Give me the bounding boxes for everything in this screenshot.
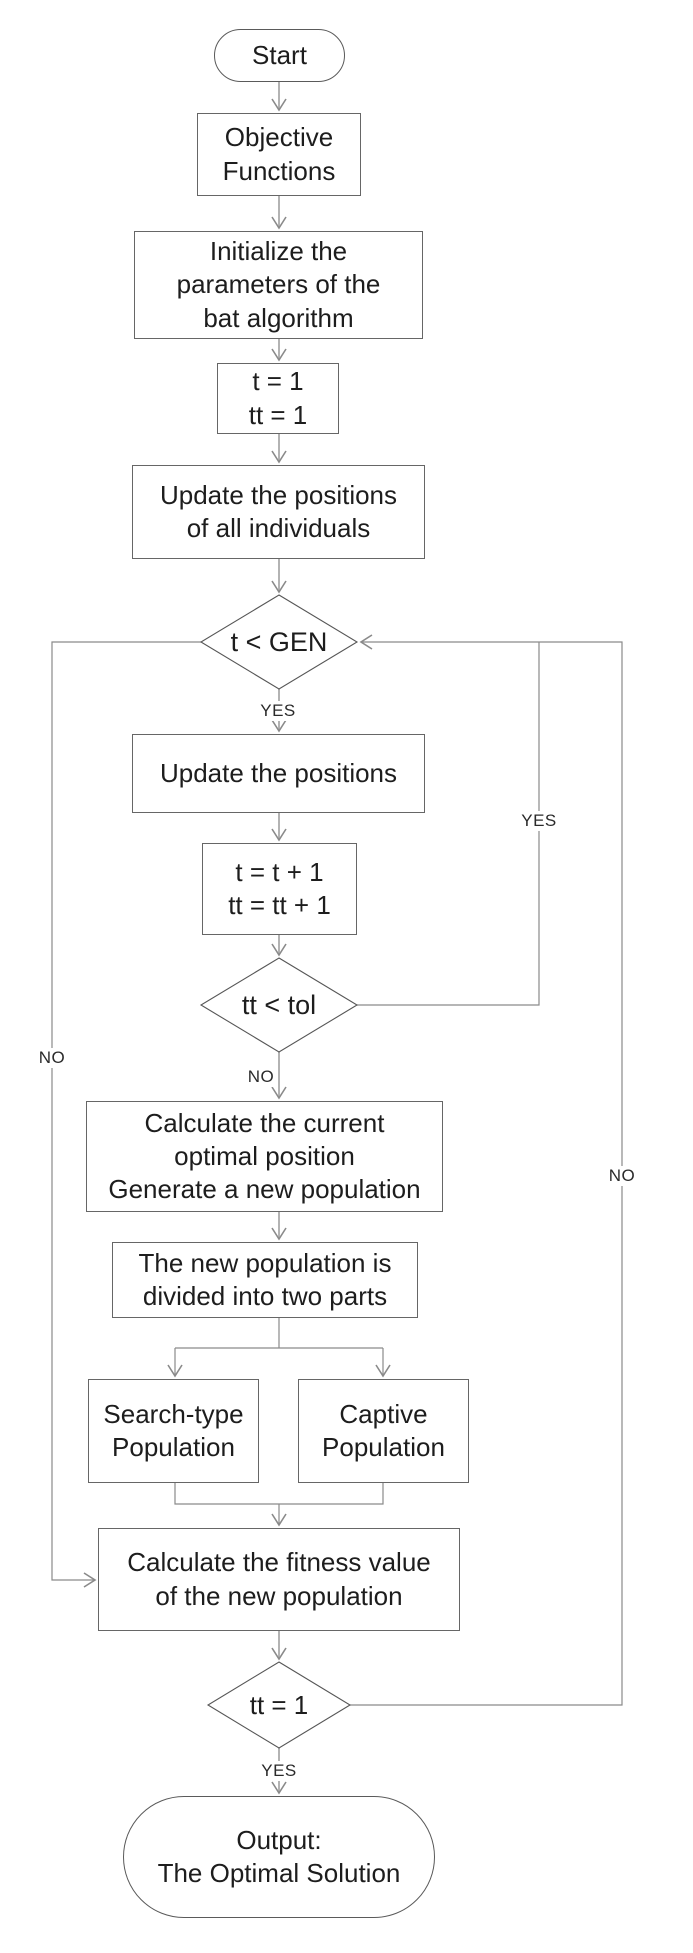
output-terminator: Output: The Optimal Solution [123, 1796, 435, 1918]
calc-fitness-box: Calculate the fitness value of the new p… [98, 1528, 460, 1631]
gen-yes-label: YES [257, 701, 299, 721]
divide-population-box: The new population is divided into two p… [112, 1242, 418, 1318]
edge-gen-no-loop [51, 641, 201, 1588]
gen-check-diamond-shape [199, 594, 359, 690]
initialize-parameters-box: Initialize the parameters of the bat alg… [134, 231, 423, 339]
tol-check-diamond-shape [199, 957, 359, 1053]
objective-functions-box: Objective Functions [197, 113, 361, 196]
update-all-positions-box: Update the positions of all individuals [132, 465, 425, 559]
tol-check-diamond: tt < tol [241, 989, 317, 1020]
tt1-yes-label: YES [258, 1761, 300, 1781]
tt1-no-label: NO [605, 1166, 639, 1186]
captive-population-box: Captive Population [298, 1379, 469, 1483]
edge-divide-splitter [175, 1318, 383, 1349]
edge-tol-yes-loop [357, 642, 540, 1006]
edge-populations-merge [174, 1483, 384, 1505]
tt1-check-diamond: tt = 1 [249, 1689, 309, 1720]
update-positions-box: Update the positions [132, 734, 425, 813]
search-type-population-box: Search-type Population [88, 1379, 259, 1483]
gen-no-label: NO [35, 1048, 69, 1068]
init-counters-box: t = 1 tt = 1 [217, 363, 339, 434]
start-terminator: Start [214, 29, 345, 82]
increment-counters-box: t = t + 1 tt = tt + 1 [202, 843, 357, 935]
tt1-check-diamond-shape [206, 1661, 352, 1749]
tol-no-label: NO [244, 1067, 278, 1087]
calc-optimal-position-box: Calculate the current optimal position G… [86, 1101, 443, 1212]
gen-check-diamond: t < GEN [230, 626, 328, 657]
tol-yes-label: YES [518, 811, 560, 831]
